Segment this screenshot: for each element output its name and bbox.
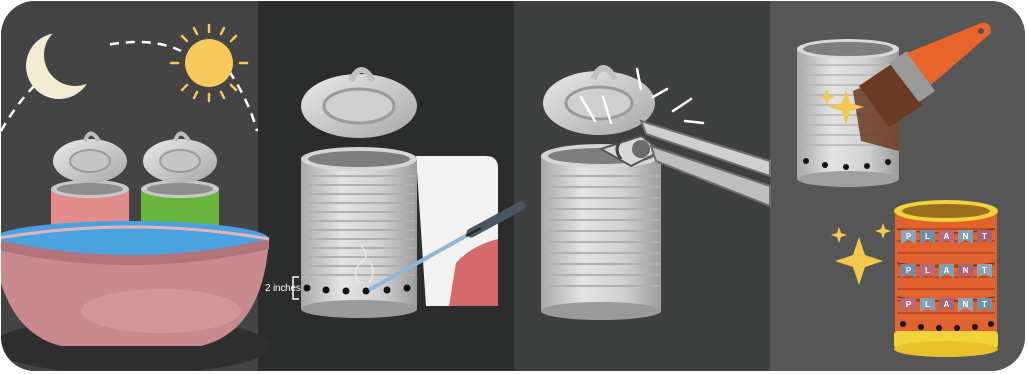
banner-flag <box>901 230 916 244</box>
banner-letter: N <box>963 300 969 309</box>
plant-banners: P L A N T P L A N T P L A N T <box>896 228 996 312</box>
banner-flag <box>939 264 954 278</box>
banner-letter: A <box>944 266 950 275</box>
banner-letter: N <box>963 266 969 275</box>
decorated-can <box>894 200 998 357</box>
drill-icon <box>368 201 526 306</box>
banner-flag <box>977 298 992 312</box>
bowl-icon <box>1 221 270 346</box>
banner-letter: T <box>982 300 987 309</box>
banner-flag <box>977 264 992 278</box>
banner-flag <box>901 298 916 312</box>
drainage-holes <box>303 284 411 295</box>
measurement-label: 2 inches <box>265 283 301 294</box>
banner-letter: L <box>925 300 930 309</box>
banner-flag <box>958 230 973 244</box>
step-2-scene <box>292 67 526 318</box>
banner-flag <box>977 230 992 244</box>
banner-flag <box>958 298 973 312</box>
banner-letter: L <box>925 266 930 275</box>
banner-flag <box>939 230 954 244</box>
banner-flag <box>958 264 973 278</box>
sparkle-icon <box>831 223 891 285</box>
banner-flag <box>920 230 935 244</box>
step-4-scene: P L A N T P L A N T P L A N T <box>797 22 998 357</box>
banner-letter: N <box>963 232 969 241</box>
banner-flag <box>901 264 916 278</box>
step-1-scene <box>1 23 271 371</box>
smoke <box>354 245 374 284</box>
banner-flag <box>939 298 954 312</box>
banner-letter: P <box>906 266 912 275</box>
banner-letter: P <box>906 300 912 309</box>
banner-flag <box>920 264 935 278</box>
sparkle-icon <box>819 89 864 125</box>
banner-letter: A <box>944 232 950 241</box>
can-opener-icon <box>598 119 771 208</box>
banner-letter: T <box>982 232 987 241</box>
banner-letter: L <box>925 232 930 241</box>
can-icon <box>301 67 417 318</box>
sky-arc-right <box>227 70 259 132</box>
banner-flag <box>920 298 935 312</box>
sun-icon <box>169 23 249 103</box>
banner-letter: P <box>906 232 912 241</box>
can-icon <box>541 65 661 320</box>
banner-letter: T <box>982 266 987 275</box>
spark-lines <box>579 67 705 125</box>
moon-icon <box>26 24 106 99</box>
banner-letter: A <box>944 300 950 309</box>
step-3-scene <box>541 65 771 320</box>
paintbrush-icon <box>859 22 991 127</box>
measure-bracket <box>292 276 299 300</box>
